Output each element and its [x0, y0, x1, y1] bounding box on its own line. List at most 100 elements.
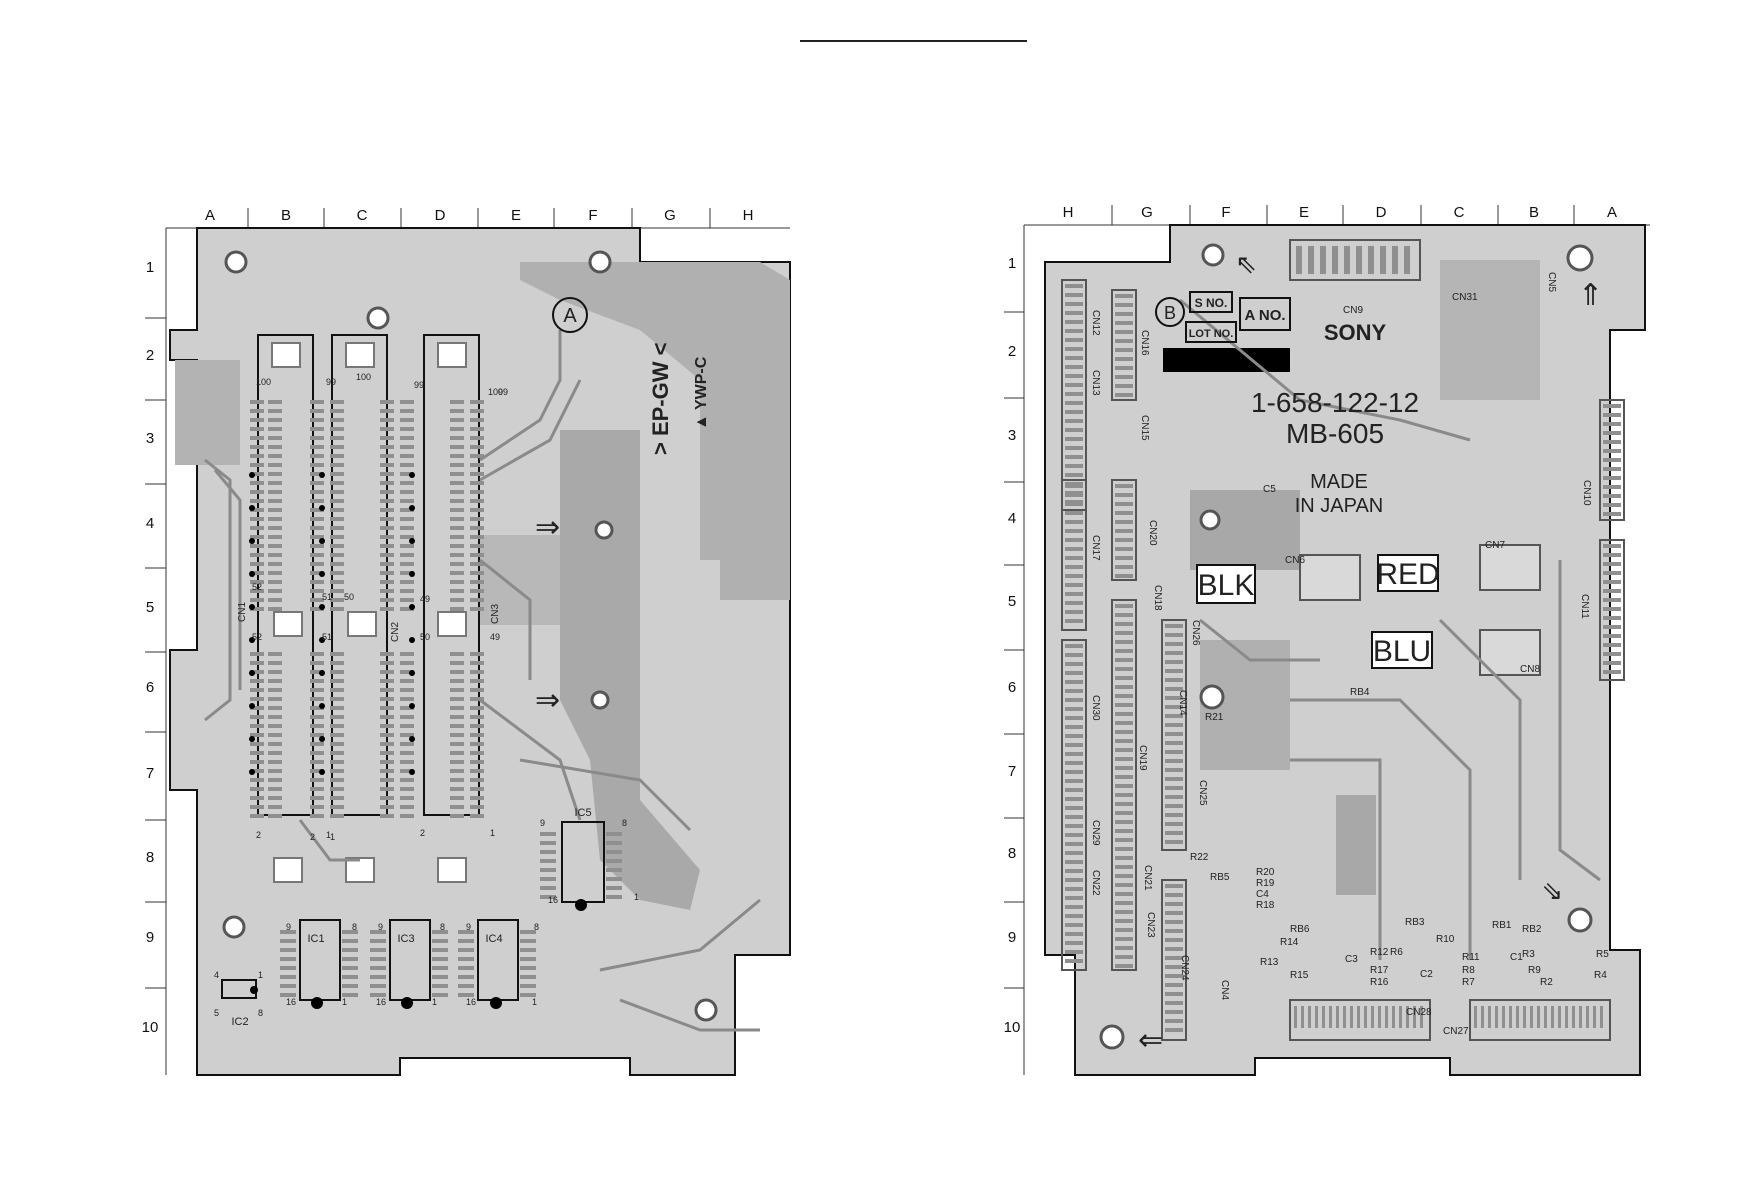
pin-pad [1603, 643, 1621, 647]
pin-pad [380, 445, 394, 449]
pin-pad [1065, 752, 1083, 756]
pin-pad [380, 742, 394, 746]
pin-pad [1115, 649, 1133, 653]
pin-pad [250, 697, 264, 701]
pin-pad [432, 948, 448, 952]
connector-outline [1469, 999, 1611, 1041]
pin-pad [330, 544, 344, 548]
grid-row-label: 8 [1008, 845, 1016, 862]
via-dot [249, 736, 255, 742]
pin-pad [1065, 556, 1083, 560]
via-dot [409, 703, 415, 709]
pin-pad [1603, 431, 1621, 435]
pin-pad [380, 553, 394, 557]
pin-pad [450, 499, 464, 503]
pin-pad [1392, 246, 1398, 274]
pin-pad [1165, 992, 1183, 996]
connector-label: CN30 [1090, 695, 1101, 721]
grid-col-label: H [743, 207, 754, 224]
made-in-2: IN JAPAN [1295, 495, 1384, 517]
pin-pad [1603, 661, 1621, 665]
pin-pad [470, 454, 484, 458]
pin-pad [330, 535, 344, 539]
pin-pad [1165, 1001, 1183, 1005]
pin-pad [1165, 822, 1183, 826]
right-side-marker-circle [1155, 297, 1185, 327]
pin-pad [310, 580, 324, 584]
pin-pad [380, 706, 394, 710]
pin-pad [370, 957, 386, 961]
pin-pad [1165, 786, 1183, 790]
pin-pad [1115, 667, 1133, 671]
connector-label: CN6 [1285, 555, 1305, 566]
pin-pad [450, 427, 464, 431]
pin-pad [1065, 698, 1083, 702]
pin-label: 4 [214, 970, 219, 980]
pin-pad [450, 607, 464, 611]
pin-pad [1523, 1006, 1526, 1028]
pin-pad [400, 679, 414, 683]
pin-pad [1065, 574, 1083, 578]
pin-pad [1165, 884, 1183, 888]
pin-pad [1165, 1010, 1183, 1014]
grid-row-label: 3 [1008, 427, 1016, 444]
connector-outline [1479, 629, 1541, 676]
pin-pad [1115, 811, 1133, 815]
pin-pad [1115, 547, 1133, 551]
part-label: R22 [1190, 852, 1209, 863]
blu-label: BLU [1373, 635, 1431, 668]
pin-pad [268, 544, 282, 548]
pin-pad [520, 930, 536, 934]
pin-label: 9 [378, 922, 383, 932]
pin-pad [1165, 920, 1183, 924]
pin-pad [330, 652, 344, 656]
grid-col-label: H [1063, 204, 1074, 221]
pin-pad [1165, 705, 1183, 709]
pin-pad [1603, 413, 1621, 417]
pin-pad [1065, 320, 1083, 324]
pin-pad [400, 787, 414, 791]
pin-pad [310, 688, 324, 692]
connector-label: CN24 [1179, 955, 1190, 981]
pin-pad [330, 715, 344, 719]
left-hole-7 [694, 998, 718, 1022]
pin-pad [330, 598, 344, 602]
right-hole-3 [1199, 684, 1225, 710]
red-label: RED [1376, 558, 1439, 591]
pin-pad [470, 661, 484, 665]
part-label: RB1 [1492, 920, 1512, 931]
pin-pad [280, 939, 296, 943]
pin-pad [1065, 896, 1083, 900]
pin-pad [280, 948, 296, 952]
pin-pad [250, 814, 264, 818]
pin-pad [250, 598, 264, 602]
pin-pad [1474, 1006, 1477, 1028]
pin-pad [540, 832, 556, 836]
pin-pad [400, 454, 414, 458]
pin-label: 16 [466, 997, 476, 1007]
pin-pad [268, 535, 282, 539]
pin-pad [380, 508, 394, 512]
pin-pad [1115, 375, 1133, 379]
pin-pad [400, 571, 414, 575]
via-dot [319, 637, 325, 643]
pin-label: 1 [432, 997, 437, 1007]
pin-pad [268, 787, 282, 791]
pin-pad [330, 490, 344, 494]
pin-pad [1165, 983, 1183, 987]
pin-pad [330, 463, 344, 467]
ano-label: A NO. [1244, 307, 1285, 324]
grid-row-label: 2 [1008, 343, 1016, 360]
via-dot [319, 736, 325, 742]
connector-outline [1111, 479, 1137, 581]
pin-pad [1350, 1006, 1353, 1028]
pin-pad [400, 760, 414, 764]
pin-pad [380, 544, 394, 548]
pin-pad [380, 733, 394, 737]
via-dot [249, 637, 255, 643]
pin-pad [250, 427, 264, 431]
pin-pad [1065, 923, 1083, 927]
pin-label: 1 [532, 997, 537, 1007]
lotno-box [1185, 321, 1237, 343]
pin-pad [1165, 624, 1183, 628]
